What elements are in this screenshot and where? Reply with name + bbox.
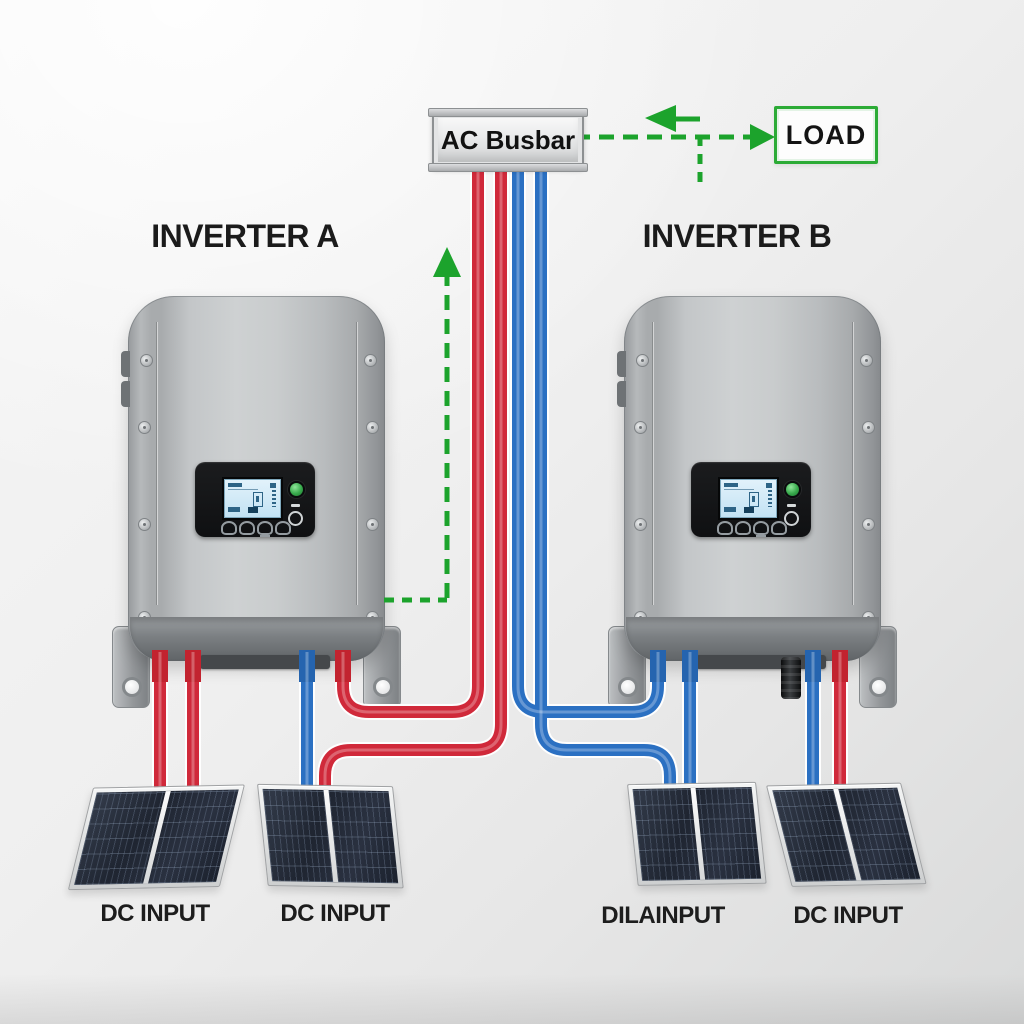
ac-busbar-label: AC Busbar (440, 124, 576, 155)
side-latch (121, 351, 130, 377)
solar-cells (772, 787, 921, 882)
side-latch (121, 381, 130, 407)
load-label: LOAD (785, 119, 867, 150)
ac-busbar-box: AC Busbar (428, 108, 588, 172)
flow-arrow-left-icon (645, 105, 676, 132)
screw-icon (366, 518, 379, 531)
touch-button-icon (221, 521, 237, 535)
inverter-b-body (617, 296, 881, 661)
ac-cable-blue-inverter-b (512, 160, 664, 718)
solar-panel-1 (67, 784, 245, 891)
dc-connector-plug (781, 657, 801, 699)
round-button-icon (288, 511, 303, 526)
inverter-a-title: INVERTER A (151, 218, 339, 254)
bracket-hole (618, 677, 638, 697)
inverter-a-body (121, 296, 385, 661)
panel-2-caption: DC INPUT (280, 900, 390, 927)
touch-button-icon (735, 521, 751, 535)
solar-panel-2 (257, 783, 404, 889)
panel-3-caption: DILAINPUT (601, 902, 725, 929)
flow-arrow-right-icon (750, 124, 775, 150)
panel-1-caption: DC INPUT (100, 900, 210, 927)
side-latch (617, 351, 626, 377)
inverter-a (112, 296, 401, 708)
touch-button-icon (239, 521, 255, 535)
connector-strip (200, 655, 330, 669)
screw-icon (366, 421, 379, 434)
screw-icon (138, 421, 151, 434)
touch-button-icon (771, 521, 787, 535)
lcd-screen (720, 479, 777, 518)
flow-arrow-up-icon (433, 247, 461, 277)
screw-icon (636, 354, 649, 367)
bracket-hole (373, 677, 393, 697)
screw-icon (860, 354, 873, 367)
screw-icon (364, 354, 377, 367)
panel-4-caption: DC INPUT (793, 902, 903, 929)
inverter-b (608, 296, 897, 708)
cable-boots (152, 650, 848, 682)
ac-cable-red-busbar-to-panel2 (319, 160, 507, 805)
bracket-hole (869, 677, 889, 697)
mounting-bracket (363, 626, 401, 708)
solar-cells (632, 786, 762, 881)
solar-panel-4 (766, 782, 927, 887)
led-indicator (787, 504, 796, 507)
power-led-icon (784, 481, 801, 498)
ac-cable-blue-busbar-to-panel3 (535, 160, 676, 805)
side-latch (617, 381, 626, 407)
solar-cells (262, 788, 399, 884)
inverter-b-display (691, 462, 811, 537)
screw-icon (634, 518, 647, 531)
led-indicator (291, 504, 300, 507)
screw-icon (140, 354, 153, 367)
screw-icon (138, 518, 151, 531)
lcd-screen (224, 479, 281, 518)
screw-icon (862, 421, 875, 434)
touch-button-icon (275, 521, 291, 535)
touch-button-icon (753, 521, 769, 537)
ac-cable-red-inverter-a (337, 160, 484, 718)
cable-highlights (158, 160, 842, 805)
power-led-icon (288, 481, 305, 498)
load-box: LOAD (774, 106, 878, 164)
bracket-hole (122, 677, 142, 697)
screw-icon (862, 518, 875, 531)
inverter-a-display (195, 462, 315, 537)
inverter-b-title: INVERTER B (642, 218, 832, 254)
flow-annotations (384, 105, 775, 603)
round-button-icon (784, 511, 799, 526)
solar-cells (74, 789, 239, 886)
touch-button-icon (717, 521, 733, 535)
touch-button-icon (257, 521, 273, 537)
screw-icon (634, 421, 647, 434)
solar-panel-3 (627, 781, 767, 886)
